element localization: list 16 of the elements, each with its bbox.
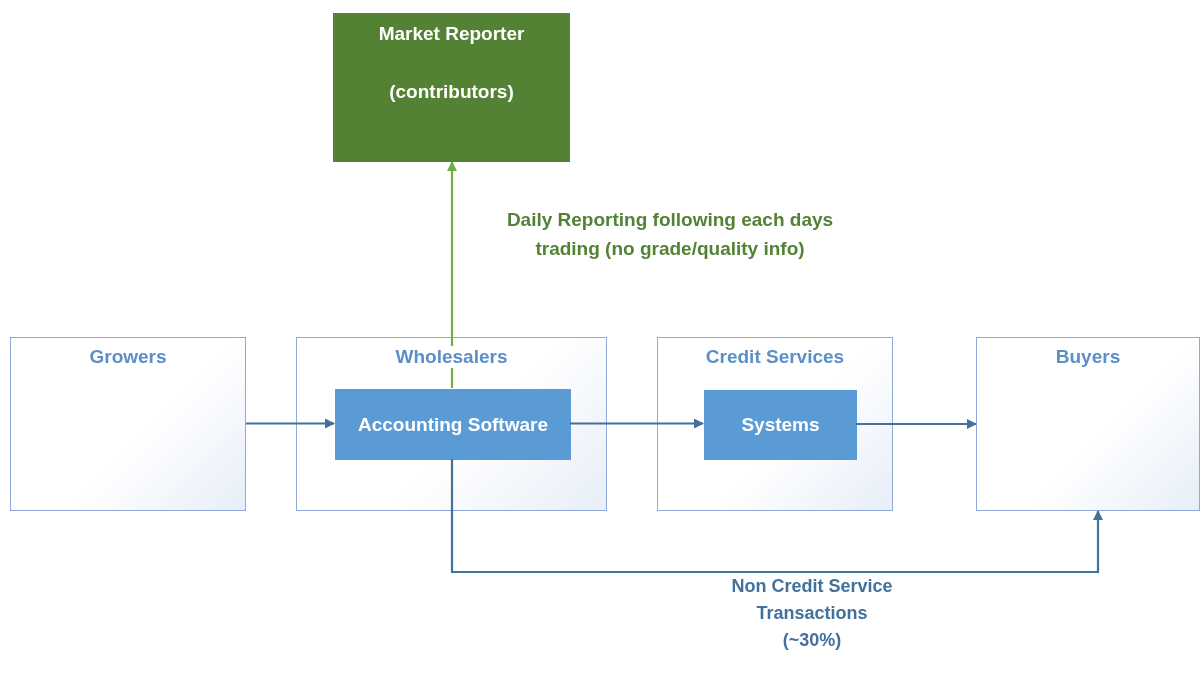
process-box — [335, 389, 571, 460]
group-box — [657, 337, 893, 511]
group-box — [10, 337, 246, 511]
arrow — [570, 418, 704, 429]
arrow — [450, 459, 1103, 574]
reporter-box — [333, 13, 570, 162]
arrow — [246, 418, 335, 429]
group-box — [976, 337, 1200, 511]
box-text: (contributors) — [388, 80, 515, 104]
arrow — [856, 419, 977, 429]
box-title: Market Reporter — [377, 22, 526, 46]
process-box — [704, 390, 857, 460]
group-box — [296, 337, 607, 511]
box-title: Accounting Software — [357, 413, 549, 436]
arrow — [447, 161, 457, 388]
box-title: Systems — [740, 414, 821, 436]
